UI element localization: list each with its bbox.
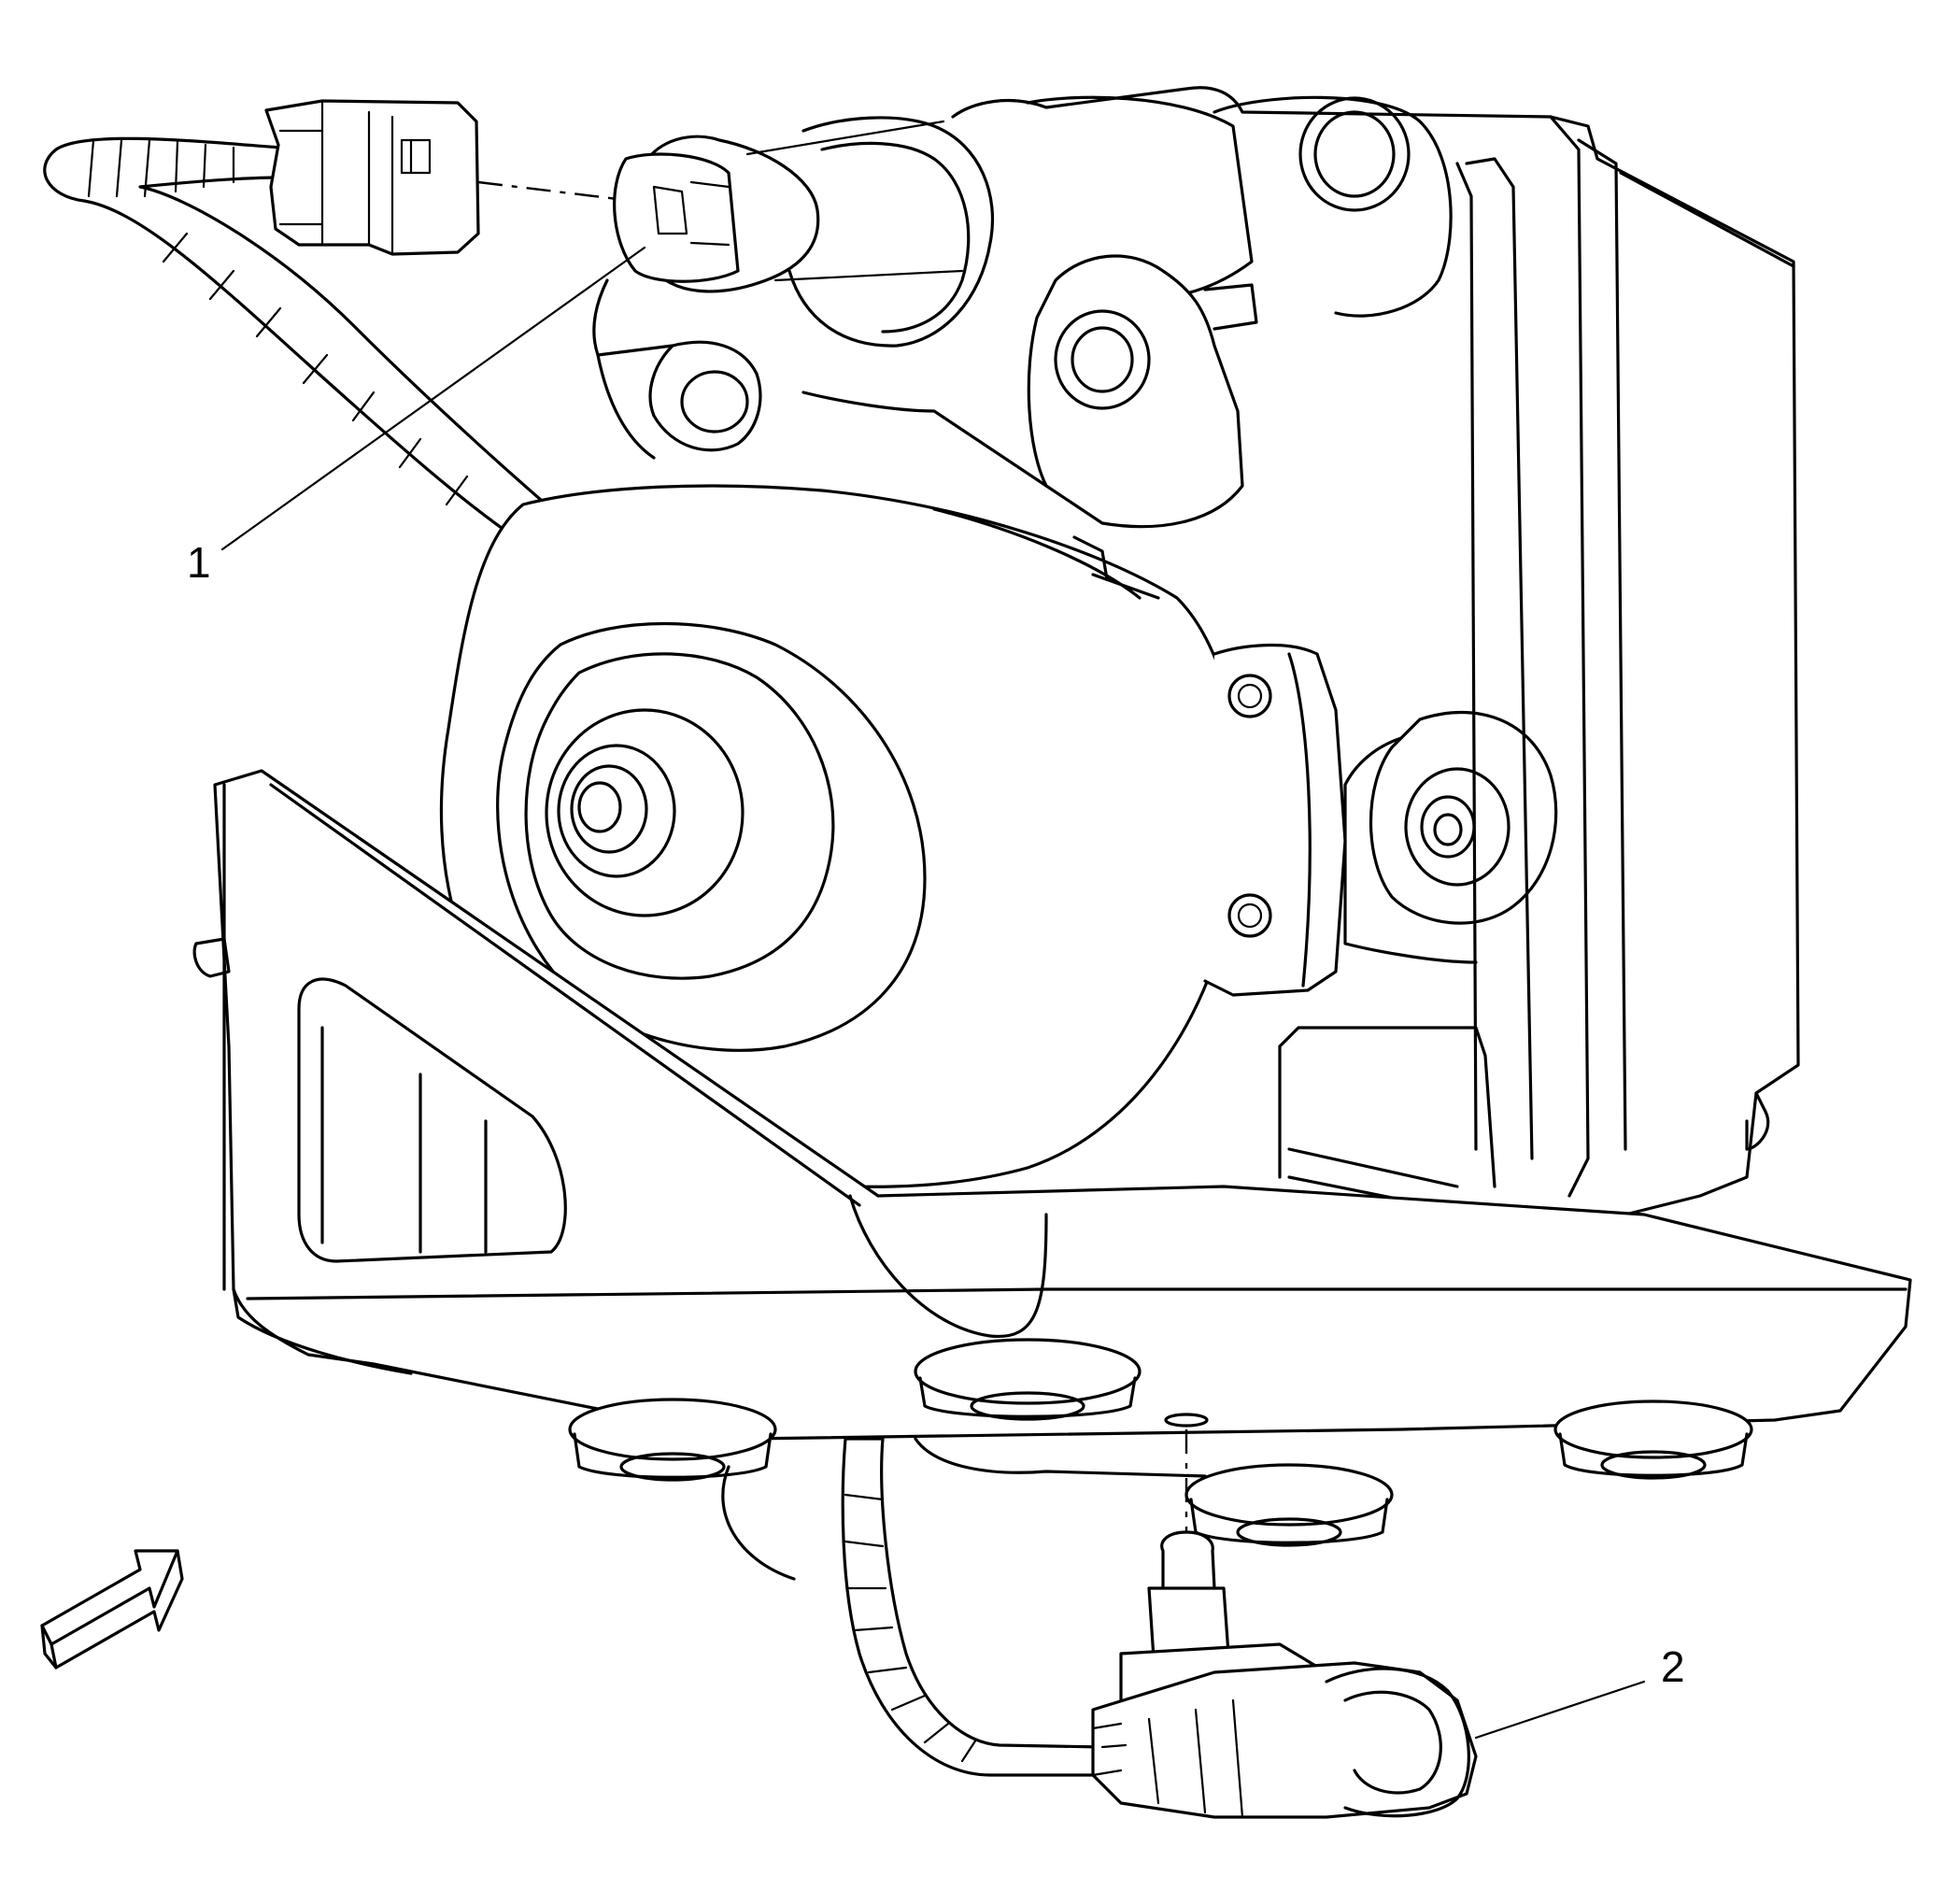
grommet	[914, 1338, 1142, 1421]
callout-1-label: 1	[187, 538, 211, 587]
callout-1: 1	[187, 246, 646, 587]
sensor-2-mount-hole	[1164, 1413, 1209, 1428]
grommet	[1553, 1400, 1753, 1480]
callout-2: 2	[1474, 1642, 1685, 1740]
upper-wiring-harness	[43, 136, 581, 562]
direction-arrow-icon	[40, 1549, 184, 1670]
callout-2-leader	[1474, 1680, 1646, 1740]
lower-wiring-harness	[841, 1437, 1104, 1777]
harness-connector-2	[1091, 1661, 1478, 1819]
mounting-bracket	[192, 769, 1912, 1441]
pump-motor	[439, 484, 1347, 1188]
pressure-sensor-1	[613, 116, 995, 348]
callout-1-leader	[220, 246, 646, 551]
hydraulic-module-body	[592, 86, 1800, 1216]
bottom-grommets	[568, 1338, 1753, 1581]
grommet	[568, 1398, 777, 1482]
grommet	[1184, 1463, 1394, 1547]
callout-2-label: 2	[1661, 1642, 1685, 1691]
harness-connector-1	[264, 99, 480, 256]
